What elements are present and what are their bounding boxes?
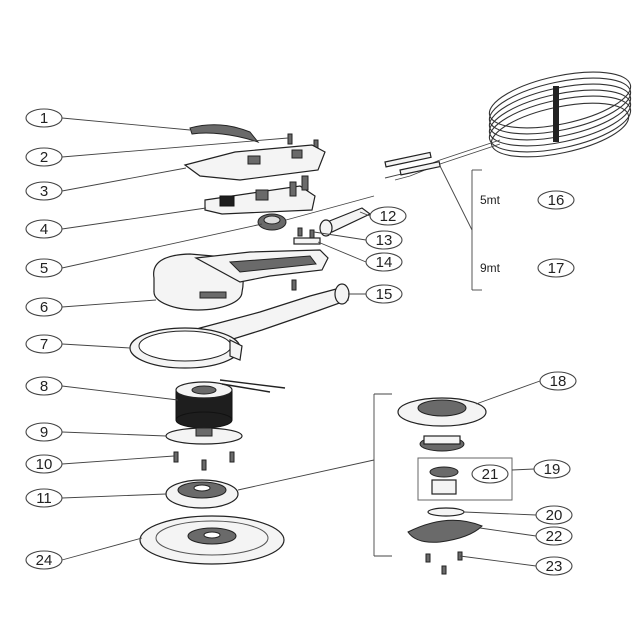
callout-21: 21 — [471, 464, 509, 484]
callout-label: 23 — [546, 558, 563, 575]
part-11-fan — [165, 479, 239, 509]
part-12-cable-gland — [319, 207, 372, 237]
part-9-bearing-plate — [165, 427, 243, 445]
callout-label: 15 — [376, 286, 393, 303]
callout-label: 21 — [482, 466, 499, 483]
part-18-detail-fan — [397, 397, 487, 427]
callout-label: 17 — [548, 260, 565, 277]
callout-label: 4 — [40, 221, 48, 238]
callout-23: 23 — [535, 556, 573, 576]
part-19-detail-box — [417, 457, 513, 501]
callout-16: 16 — [537, 190, 575, 210]
callout-label: 5 — [40, 260, 48, 277]
part-20-washer — [427, 507, 465, 517]
callout-9: 9 — [25, 422, 63, 442]
callout-15: 15 — [365, 284, 403, 304]
callout-label: 9 — [40, 424, 48, 441]
callout-label: 24 — [36, 552, 53, 569]
callout-10: 10 — [25, 454, 63, 474]
cable-length-5: 5mt — [480, 193, 501, 207]
callout-3: 3 — [25, 181, 63, 201]
part-detail-bearing-housing — [419, 435, 465, 452]
callout-label: 19 — [544, 461, 561, 478]
part-1-handle-grip — [189, 124, 260, 144]
callout-20: 20 — [535, 505, 573, 525]
callout-22: 22 — [535, 526, 573, 546]
callout-label: 11 — [36, 490, 52, 507]
callout-label: 1 — [40, 110, 48, 127]
callout-label: 20 — [546, 507, 563, 524]
leader-lines — [61, 117, 541, 567]
callout-label: 14 — [376, 254, 393, 271]
callout-label: 18 — [550, 373, 567, 390]
power-cable-coil — [384, 71, 632, 181]
callout-2: 2 — [25, 147, 63, 167]
callout-13: 13 — [365, 230, 403, 250]
callout-label: 7 — [40, 336, 48, 353]
callout-24: 24 — [25, 550, 63, 570]
part-23-screws — [425, 551, 463, 575]
callout-1: 1 — [25, 108, 63, 128]
callout-label: 10 — [36, 456, 53, 473]
callout-label: 22 — [546, 528, 563, 545]
callout-12: 12 — [369, 206, 407, 226]
callout-label: 3 — [40, 183, 48, 200]
callout-label: 6 — [40, 299, 48, 316]
part-13-14-cable-clamp — [293, 227, 321, 245]
part-24-backing-pad — [139, 515, 285, 565]
callout-11: 11 — [25, 488, 63, 508]
callout-18: 18 — [539, 371, 577, 391]
callout-14: 14 — [365, 252, 403, 272]
part-22-cover-plate — [407, 519, 483, 543]
callout-label: 12 — [380, 208, 397, 225]
callout-5: 5 — [25, 258, 63, 278]
callout-6: 6 — [25, 297, 63, 317]
part-8-motor-stator — [175, 379, 286, 429]
callout-label: 8 — [40, 378, 48, 395]
cable-length-bracket — [439, 165, 482, 291]
callout-8: 8 — [25, 376, 63, 396]
part-5-gear — [257, 195, 375, 231]
part-4-circuit-board — [204, 175, 316, 215]
part-21-bearing — [429, 466, 459, 495]
callout-7: 7 — [25, 334, 63, 354]
part-10-screws — [173, 451, 235, 471]
callout-label: 13 — [376, 232, 393, 249]
callout-19: 19 — [533, 459, 571, 479]
callout-label: 2 — [40, 149, 48, 166]
part-6-main-housing — [153, 249, 329, 311]
cable-length-9: 9mt — [480, 261, 501, 275]
callout-label: 16 — [548, 192, 565, 209]
part-7-base-ring — [129, 327, 243, 369]
callout-4: 4 — [25, 219, 63, 239]
callout-17: 17 — [537, 258, 575, 278]
detail-group-bracket — [237, 393, 392, 557]
